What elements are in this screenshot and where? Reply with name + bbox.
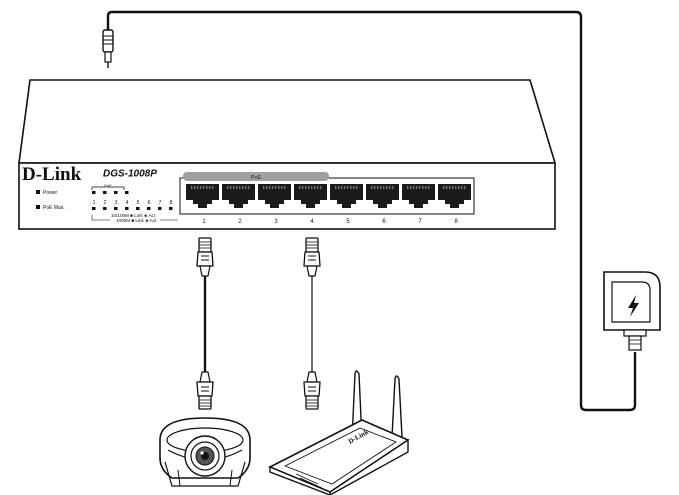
power-cable [106, 10, 637, 412]
switch-brand: D-Link [22, 164, 82, 185]
poe-max-led [36, 205, 40, 209]
poe-led [125, 191, 129, 194]
speed-legend-1: 10/100M ■ Link ◈ Act [111, 213, 156, 218]
link-led [103, 207, 107, 210]
poe-led [103, 191, 107, 194]
led-number: 5 [137, 200, 140, 206]
link-led [169, 207, 173, 210]
wireless-access-point: D-Link [268, 370, 410, 495]
port-number: 7 [418, 219, 422, 225]
port-number: 3 [274, 219, 278, 225]
power-label: Power [43, 190, 58, 196]
port-number: 5 [346, 219, 350, 225]
rj45-plug [196, 237, 214, 277]
poe-led-row [92, 191, 129, 194]
port-number: 8 [454, 219, 458, 225]
ethernet-port [294, 184, 327, 208]
ethernet-port [258, 184, 291, 208]
power-led [36, 190, 40, 194]
port-number: 4 [310, 219, 314, 225]
poe-switch: D-Link DGS-1008P Power PoE Max. PoE 1 2 … [18, 79, 557, 230]
dc-plug [102, 29, 114, 68]
rj45-plug [303, 237, 321, 277]
led-poe-label: PoE [104, 183, 112, 188]
dome-camera [159, 417, 251, 487]
led-number: 2 [104, 200, 107, 206]
link-led [136, 207, 140, 210]
led-number: 4 [126, 200, 129, 206]
ethernet-ports [186, 184, 471, 208]
power-adapter [603, 271, 661, 351]
ethernet-port [438, 184, 471, 208]
link-led [158, 207, 162, 210]
port-number: 1 [202, 219, 206, 225]
ethernet-port [186, 184, 219, 208]
link-led-row [92, 207, 173, 210]
poe-max-label: PoE Max. [43, 205, 65, 211]
ethernet-port [330, 184, 363, 208]
ethernet-port [402, 184, 435, 208]
poe-led [92, 191, 96, 194]
speed-legend-2: 1000M ■ Link ◈ Act [116, 218, 157, 223]
led-number-row: 1 2 3 4 5 6 7 8 [93, 200, 173, 206]
switch-model: DGS-1008P [103, 168, 157, 179]
link-led [125, 207, 129, 210]
lightning-icon [628, 295, 639, 317]
ethernet-port [222, 184, 255, 208]
rj45-plug [196, 371, 214, 410]
link-led [92, 207, 96, 210]
port-number: 6 [382, 219, 386, 225]
led-number: 6 [148, 200, 151, 206]
led-number: 1 [93, 200, 96, 206]
led-number: 7 [159, 200, 162, 206]
poe-led [114, 191, 118, 194]
ethernet-port [366, 184, 399, 208]
ethernet-cable-access-point [303, 237, 321, 410]
led-number: 3 [115, 200, 118, 206]
ethernet-cable-camera [196, 237, 214, 410]
led-number: 8 [170, 200, 173, 206]
link-led [147, 207, 151, 210]
rj45-plug [303, 371, 321, 410]
link-led [114, 207, 118, 210]
poe-band-label: PoE [251, 175, 262, 181]
poe-band [183, 172, 329, 181]
port-number-row: 1 2 3 4 5 6 7 8 [202, 219, 458, 225]
port-number: 2 [238, 219, 242, 225]
